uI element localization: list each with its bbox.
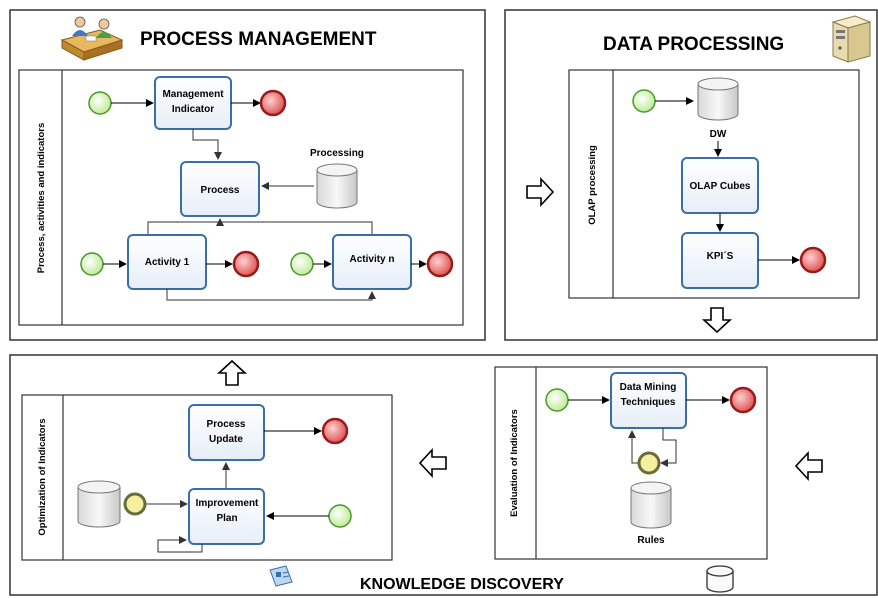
activity1-start-event[interactable] (80, 252, 104, 276)
activity1-label: Activity 1 (145, 257, 190, 268)
activityn-end-event[interactable] (426, 250, 454, 278)
process-update-label-2: Update (209, 434, 243, 445)
eval-lane-label: Evaluation of Indicators (509, 409, 520, 517)
rules-datastore (630, 481, 672, 529)
flow-arrow-left-opt (418, 447, 447, 479)
improvement-plan-label-1: Improvement (196, 498, 259, 509)
activity1-end-event[interactable] (232, 250, 260, 278)
id-card-icon (269, 565, 293, 587)
eval-intermediate-event[interactable] (637, 451, 661, 475)
flow-arrow-right (526, 176, 555, 208)
management-indicator-label-2: Indicator (172, 104, 214, 115)
dw-label: DW (710, 129, 727, 140)
flow-arrow-up (216, 359, 248, 386)
opt-datastore (77, 480, 121, 528)
activityn-label: Activity n (349, 254, 394, 265)
process-management-title: PROCESS MANAGEMENT (140, 29, 377, 50)
opt-intermediate-event[interactable] (123, 492, 147, 516)
opt-lane-label: Optimization of Indicators (37, 418, 48, 535)
opt-end-event[interactable] (321, 417, 349, 445)
rules-label: Rules (637, 535, 665, 546)
kpis-label: KPI´S (707, 251, 734, 262)
process-update-label-1: Process (207, 419, 246, 430)
management-indicator-label-1: Management (162, 89, 224, 100)
data-mining-label-2: Techniques (621, 397, 676, 408)
pm-lane-label: Process, activities and indicators (36, 123, 47, 273)
process-task[interactable] (180, 161, 260, 217)
flow-arrow-down (701, 307, 733, 334)
server-computer-icon (831, 15, 872, 63)
activityn-task[interactable] (332, 234, 412, 290)
pm-mi-end-event[interactable] (259, 89, 287, 117)
database-icon (706, 565, 734, 593)
improvement-plan-task[interactable] (188, 488, 265, 545)
improvement-plan-label-2: Plan (216, 513, 237, 524)
dp-start-event[interactable] (632, 89, 656, 113)
dp-lane-label: OLAP processing (587, 145, 598, 225)
process-update-task[interactable] (188, 404, 265, 461)
processing-datastore (316, 163, 358, 209)
dp-end-event[interactable] (799, 246, 827, 274)
management-indicator-task[interactable] (154, 76, 232, 130)
dw-datastore (697, 77, 739, 121)
eval-start-event[interactable] (545, 388, 569, 412)
people-meeting-icon (60, 16, 124, 61)
data-mining-label-1: Data Mining (620, 382, 677, 393)
processing-label: Processing (310, 148, 364, 159)
data-processing-title: DATA PROCESSING (603, 34, 784, 55)
eval-end-event[interactable] (729, 386, 757, 414)
olap-cubes-label: OLAP Cubes (690, 181, 751, 192)
pm-mi-start-event[interactable] (88, 91, 112, 115)
activityn-start-event[interactable] (290, 252, 314, 276)
flow-arrow-left-eval (794, 450, 823, 482)
knowledge-discovery-title: KNOWLEDGE DISCOVERY (360, 576, 564, 593)
opt-start-event[interactable] (328, 504, 352, 528)
process-label: Process (201, 185, 240, 196)
